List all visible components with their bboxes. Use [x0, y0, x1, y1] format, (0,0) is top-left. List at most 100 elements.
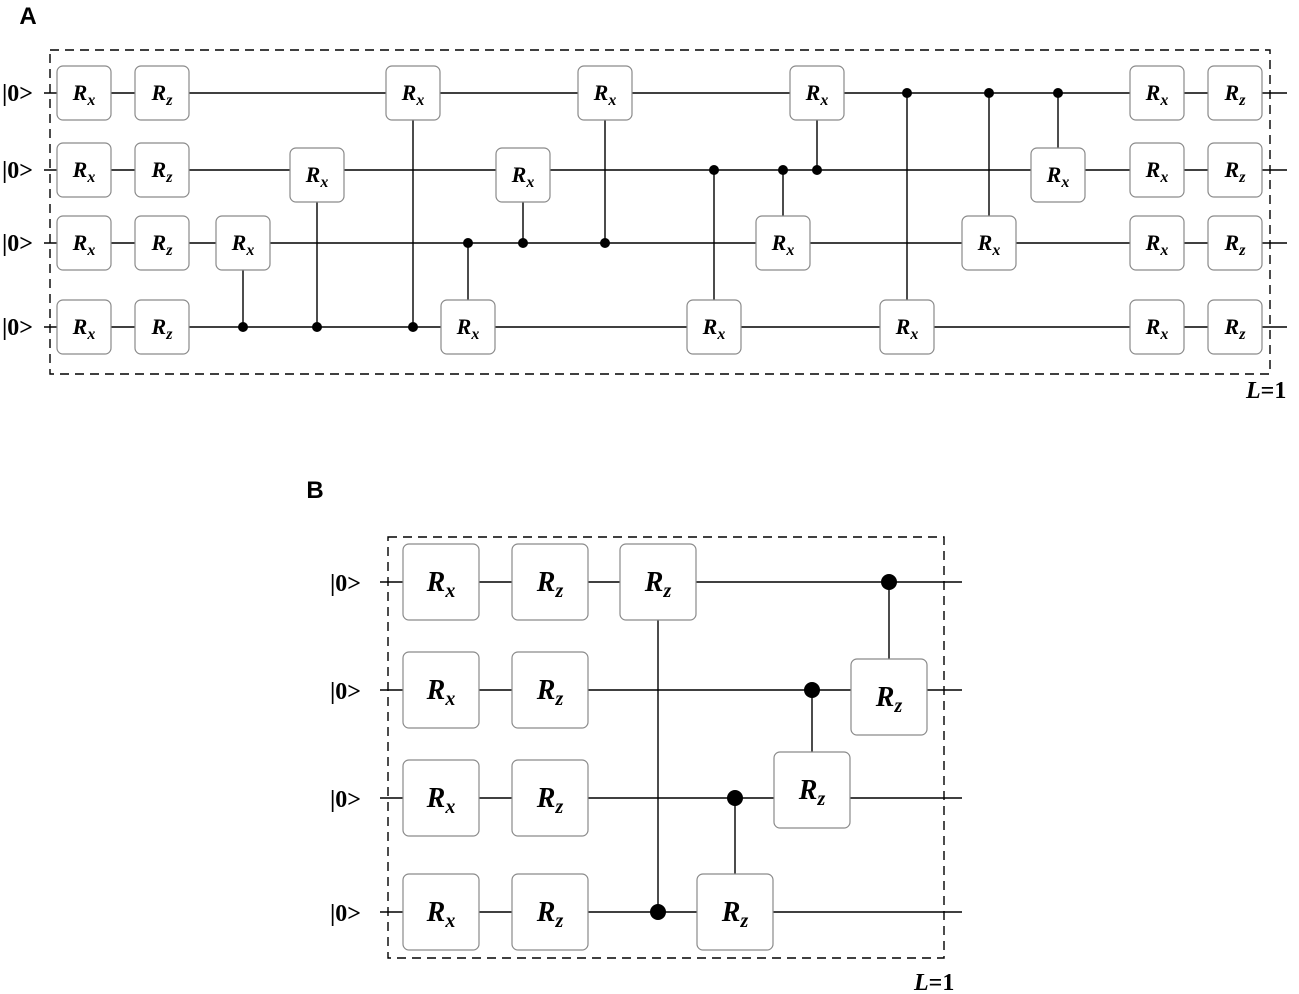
gate-name: R — [426, 567, 446, 598]
rotation-gate: Rz — [1207, 65, 1263, 121]
gate-label: Rz — [151, 230, 174, 259]
gate-subscript: x — [86, 169, 95, 186]
gate-name: R — [1224, 157, 1240, 182]
rotation-gate: Rx — [1129, 65, 1185, 121]
gate-subscript: z — [816, 788, 825, 810]
gate-subscript: x — [470, 326, 479, 343]
qubit-initial-state: |0> — [2, 315, 33, 341]
gate-subscript: z — [554, 688, 563, 710]
gate-name: R — [151, 230, 167, 255]
gate-box — [1030, 147, 1086, 203]
gate-label: Rx — [426, 675, 456, 710]
rotation-gate: Rz — [511, 759, 589, 837]
controlled-rotation-gate: Rz — [850, 574, 928, 736]
gate-box — [686, 299, 742, 355]
gate-label: Rx — [426, 897, 456, 932]
gate-name: R — [721, 897, 741, 928]
controlled-rotation-gate: Rx — [961, 88, 1017, 271]
rotation-gate: Rz — [134, 65, 190, 121]
layer-value: =1 — [929, 970, 955, 994]
gate-label: Rz — [536, 783, 564, 818]
rotation-gate: Rx — [402, 651, 480, 729]
gate-subscript: x — [991, 242, 1000, 259]
gate-box — [511, 543, 589, 621]
gate-name: R — [1224, 230, 1240, 255]
gate-name: R — [1145, 157, 1161, 182]
gate-subscript: z — [662, 580, 671, 602]
controlled-rotation-gate: Rz — [773, 682, 851, 829]
gate-name: R — [536, 897, 556, 928]
gate-subscript: x — [525, 174, 534, 191]
gate-box — [56, 299, 112, 355]
gate-subscript: x — [444, 580, 455, 602]
gate-label: Rz — [536, 897, 564, 932]
gate-name: R — [231, 230, 247, 255]
gate-label: Rx — [805, 80, 829, 109]
qubit-initial-state: |0> — [330, 787, 361, 813]
rotation-gate: Rx — [56, 299, 112, 355]
controlled-rotation-gate: Rx — [577, 65, 633, 248]
gate-subscript: x — [716, 326, 725, 343]
control-dot — [1053, 88, 1063, 98]
gate-label: Rz — [644, 567, 672, 602]
gate-label: Rx — [1145, 230, 1169, 259]
control-dot — [238, 322, 248, 332]
gate-box — [1129, 65, 1185, 121]
layer-frame — [49, 49, 1271, 375]
gate-box — [511, 651, 589, 729]
control-dot — [727, 790, 743, 806]
control-dot — [804, 682, 820, 698]
gate-label: Rx — [1145, 157, 1169, 186]
gate-label: Rx — [426, 567, 456, 602]
gate-name: R — [511, 162, 527, 187]
gate-box — [402, 543, 480, 621]
gate-name: R — [1046, 162, 1062, 187]
gate-name: R — [536, 783, 556, 814]
gate-name: R — [536, 675, 556, 706]
gate-box — [134, 299, 190, 355]
gate-name: R — [798, 775, 818, 806]
qubit-initial-state: |0> — [2, 81, 33, 107]
controlled-rotation-gate: Rx — [686, 165, 742, 355]
gate-name: R — [644, 567, 664, 598]
gate-subscript: x — [415, 92, 424, 109]
controlled-rotation-gate: Rx — [385, 65, 441, 332]
gate-subscript: x — [1159, 242, 1168, 259]
gate-subscript: z — [165, 169, 173, 186]
gate-subscript: z — [1238, 326, 1246, 343]
gate-name: R — [1145, 230, 1161, 255]
gate-label: Rx — [401, 80, 425, 109]
controlled-rotation-gate: Rx — [440, 238, 496, 355]
rotation-gate: Rx — [56, 65, 112, 121]
gate-label: Rx — [231, 230, 255, 259]
gate-label: Rz — [1224, 314, 1247, 343]
gate-name: R — [977, 230, 993, 255]
gate-name: R — [305, 162, 321, 187]
gate-box — [511, 873, 589, 951]
gate-box — [789, 65, 845, 121]
control-dot — [463, 238, 473, 248]
layer-symbol: L — [913, 970, 929, 994]
qubit-initial-state: |0> — [330, 679, 361, 705]
qubit-initial-state: |0> — [330, 901, 361, 927]
controlled-rotation-gate: Rz — [696, 790, 774, 951]
gate-box — [134, 215, 190, 271]
control-dot — [778, 165, 788, 175]
gate-name: R — [1224, 80, 1240, 105]
gate-subscript: x — [444, 796, 455, 818]
gate-box — [577, 65, 633, 121]
gate-label: Rx — [426, 783, 456, 818]
gate-subscript: x — [86, 242, 95, 259]
gate-label: Rx — [72, 157, 96, 186]
qubit-initial-state: |0> — [330, 571, 361, 597]
controlled-rotation-gate: Rx — [755, 165, 811, 271]
gate-label: Rx — [895, 314, 919, 343]
gate-box — [1207, 299, 1263, 355]
gate-name: R — [456, 314, 472, 339]
gate-name: R — [536, 567, 556, 598]
gate-subscript: x — [1159, 169, 1168, 186]
gate-subscript: z — [893, 695, 902, 717]
rotation-gate: Rx — [56, 215, 112, 271]
gate-label: Rz — [798, 775, 826, 810]
